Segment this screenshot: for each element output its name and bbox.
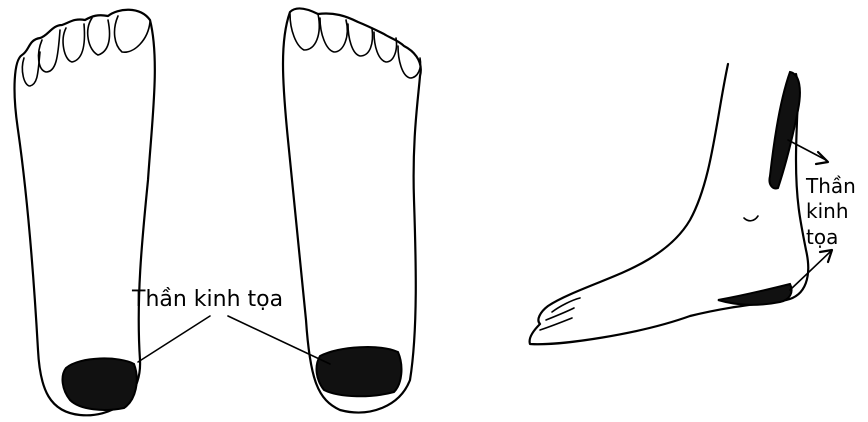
side-label-line3: tọa [806, 225, 838, 249]
leader-line-right [228, 316, 330, 364]
side-view-foot [530, 64, 809, 344]
right-heel-reflex-zone [317, 347, 402, 396]
left-foot-sole [15, 10, 155, 416]
heel-underside-reflex-zone [718, 284, 792, 305]
soles-annotation: Thần kinh tọa [131, 287, 330, 364]
side-label-line1: Thần [805, 174, 856, 198]
left-heel-reflex-zone [63, 358, 137, 410]
soles-label: Thần kinh tọa [131, 287, 283, 312]
side-label-line2: kinh [806, 199, 849, 223]
arrow-lower-line [790, 252, 830, 290]
side-annotation: Thần kinh tọa [788, 140, 856, 290]
leader-line-left [138, 316, 210, 362]
arrow-upper-line [788, 140, 826, 160]
